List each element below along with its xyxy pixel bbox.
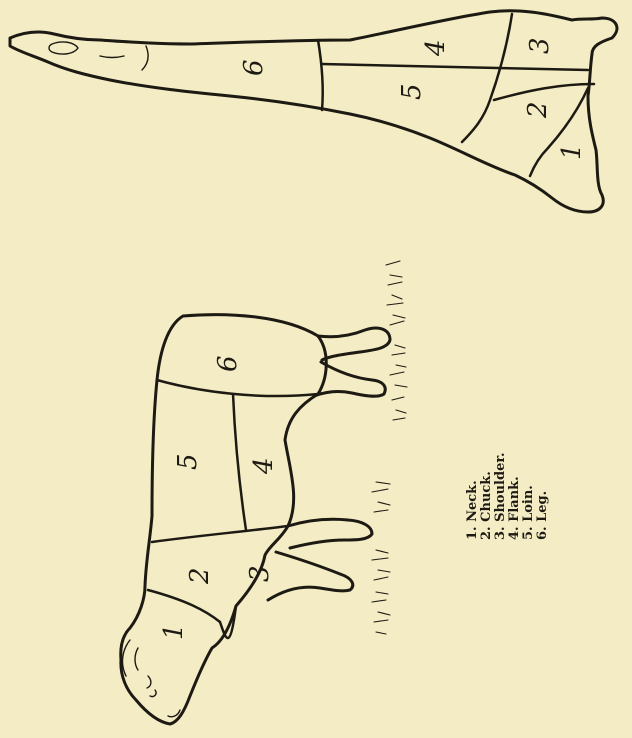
carcass-cut-line-spine: [322, 64, 588, 70]
carcass-region-3: 3: [525, 37, 555, 54]
carcass-hock-detail: [100, 46, 148, 70]
legend-item-loin: 5. Loin.: [521, 485, 536, 540]
legend: 1. Neck. 2. Chuck. 3. Shoulder. 4. Flank…: [465, 452, 550, 540]
carcass-figure: 6 4 3 5 2 1: [10, 11, 617, 212]
sheep-region-3: 3: [245, 565, 275, 582]
sheep-hind-leg-1: [318, 328, 390, 360]
sheep-region-2: 2: [185, 567, 215, 585]
sheep-mouth: [168, 710, 180, 717]
sheep-cut-line-midbody: [233, 394, 246, 530]
sheep-figure: 6 5 4 3 2 1: [121, 261, 407, 724]
carcass-region-2: 2: [523, 101, 553, 119]
sheep-region-6: 6: [213, 355, 243, 372]
sheep-fore-leg-1: [288, 519, 372, 548]
grass-tuft-fore: [372, 482, 390, 634]
carcass-region-6: 6: [239, 59, 269, 76]
carcass-region-1: 1: [557, 143, 587, 160]
sheep-region-1: 1: [159, 623, 189, 640]
sheep-outline: [121, 315, 327, 724]
legend-item-leg: 6. Leg.: [535, 491, 550, 540]
sheep-cut-line-shoulder: [152, 526, 288, 542]
carcass-shank-hole: [49, 42, 78, 54]
carcass-cut-line-neck: [530, 88, 588, 176]
sheep-cut-line-leg: [157, 380, 318, 396]
sheep-ear: [123, 640, 138, 676]
sheep-eye: [147, 676, 156, 697]
carcass-cut-line-leg: [318, 40, 323, 110]
legend-item-neck: 1. Neck.: [465, 480, 480, 540]
sheep-cut-line-chuck: [148, 590, 220, 622]
legend-item-chuck: 2. Chuck.: [479, 471, 494, 540]
legend-item-shoulder: 3. Shoulder.: [493, 452, 508, 540]
carcass-region-5: 5: [397, 83, 427, 100]
carcass-region-4: 4: [421, 39, 451, 57]
carcass-cut-line-chuck: [494, 84, 594, 100]
sheep-region-4: 4: [249, 457, 279, 475]
sheep-region-5: 5: [173, 453, 203, 470]
sheep-fore-leg-2: [268, 552, 353, 600]
legend-item-flank: 4. Flank.: [507, 476, 522, 540]
carcass-cut-line-loin: [462, 14, 512, 142]
